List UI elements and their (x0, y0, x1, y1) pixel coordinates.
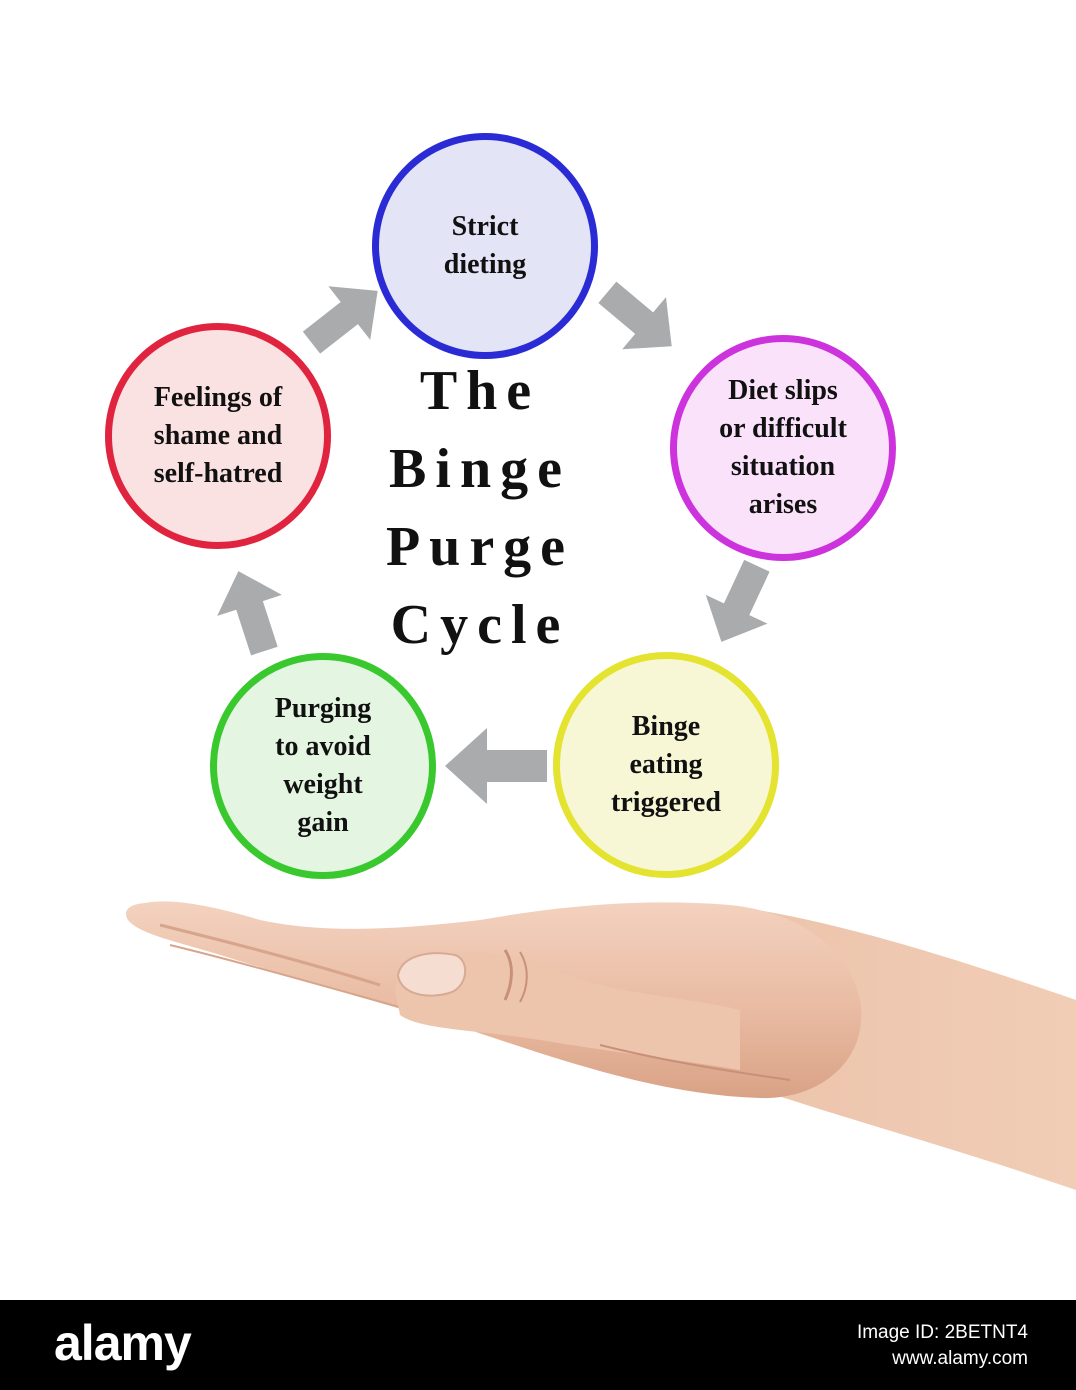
open-hand-image (125, 901, 1076, 1190)
diagram-canvas: Strict dieting Diet slips or difficult s… (105, 133, 1076, 1190)
arrow-purge-to-shame (217, 571, 282, 656)
node-binge-eating-label: Binge eating triggered (611, 711, 721, 818)
arrow-binge-to-purge (445, 728, 547, 804)
node-purging: Purging to avoid weight gain (210, 653, 436, 879)
node-diet-slips-label: Diet slips or difficult situation arises (719, 375, 847, 520)
image-id-text: Image ID: 2BETNT4 (856, 1322, 1028, 1343)
arrow-slips-to-binge (705, 559, 770, 642)
arrow-strict-to-slips (598, 281, 672, 350)
cycle-arrows (217, 281, 770, 804)
node-strict-dieting-label: Strict dieting (443, 211, 527, 280)
node-strict-dieting: Strict dieting (372, 133, 598, 359)
node-shame: Feelings of shame and self-hatred (105, 323, 331, 549)
node-diet-slips: Diet slips or difficult situation arises (670, 335, 896, 561)
watermark-footer: alamy Image ID: 2BETNT4 www.alamy.com (0, 1300, 1076, 1390)
arrow-shame-to-strict (302, 286, 378, 354)
node-purging-label: Purging to avoid weight gain (274, 693, 372, 838)
node-binge-eating: Binge eating triggered (553, 652, 779, 878)
watermark-meta: Image ID: 2BETNT4 www.alamy.com (857, 1320, 1028, 1372)
diagram-title: The Binge Purge Cycle (385, 360, 575, 656)
node-shame-label: Feelings of shame and self-hatred (153, 382, 283, 489)
brand-logo: alamy (54, 1315, 192, 1371)
site-url-text: www.alamy.com (892, 1348, 1028, 1369)
